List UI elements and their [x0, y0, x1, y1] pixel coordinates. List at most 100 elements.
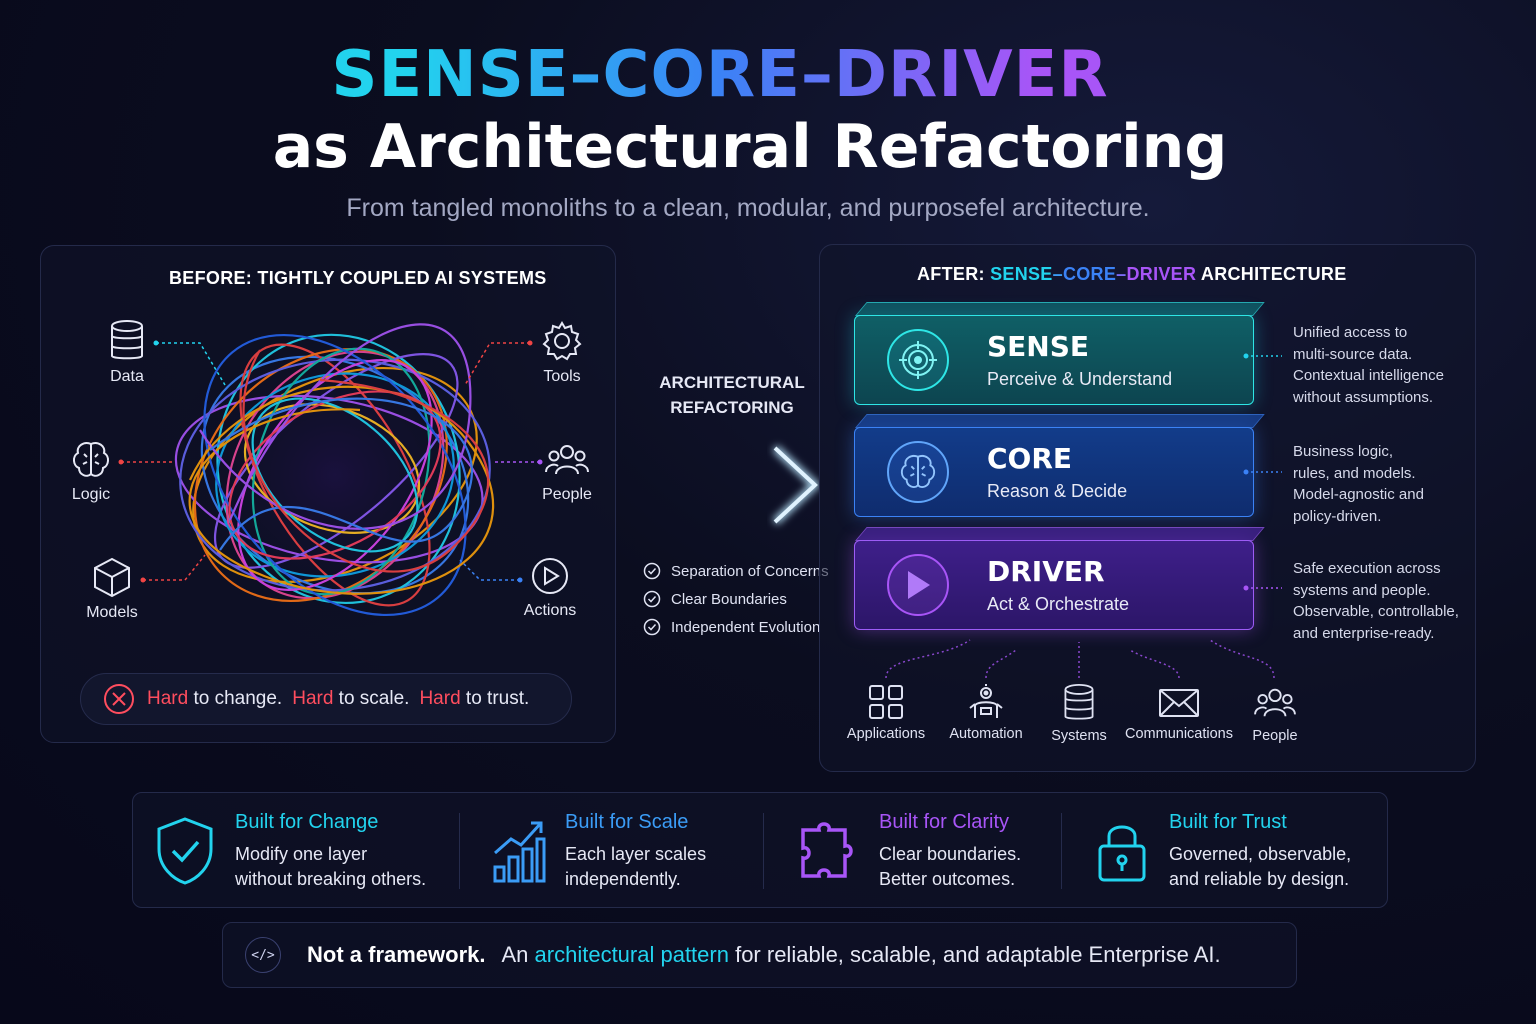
before-connectors — [118, 340, 543, 583]
sense-layer-name: SENSE — [987, 330, 1090, 363]
database-icon — [1064, 684, 1094, 720]
layer-top-face — [855, 527, 1265, 541]
desc-line: systems and people. — [1293, 581, 1431, 599]
refactoring-label-line2: REFACTORING — [670, 398, 794, 417]
before-item-data: Data — [82, 320, 172, 386]
check-circle-icon — [643, 618, 661, 636]
target-label: Systems — [1051, 728, 1107, 744]
problem-hard-2: Hard — [292, 688, 334, 709]
target-applications: Applications — [831, 684, 941, 742]
before-item-label: Tools — [543, 368, 581, 385]
layer-top-face — [855, 302, 1265, 316]
after-title-sense: SENSE — [990, 264, 1053, 284]
subtitle: From tangled monoliths to a clean, modul… — [346, 194, 1150, 222]
grid-icon — [869, 685, 903, 719]
target-label: People — [1252, 728, 1298, 744]
feature-change: Built for Change Modify one layer withou… — [155, 793, 426, 909]
feature-title: Built for Trust — [1169, 810, 1287, 833]
before-item-logic: Logic — [46, 440, 136, 504]
target-label: Automation — [949, 726, 1023, 742]
brain-icon — [73, 442, 109, 477]
mail-icon — [1159, 689, 1199, 717]
main-title-line2: as Architectural Refactoring — [272, 112, 1228, 182]
refactoring-label: ARCHITECTURAL REFACTORING — [652, 370, 812, 420]
feature-scale: Built for Scale Each layer scales indepe… — [491, 793, 706, 909]
after-title-core: CORE — [1062, 264, 1117, 284]
after-title-dash: – — [1052, 264, 1063, 284]
feature-desc-line: Better outcomes. — [879, 868, 1016, 889]
play-icon — [908, 571, 930, 599]
desc-connectors — [1243, 353, 1282, 591]
before-item-label: Data — [110, 368, 144, 385]
feature-title: Built for Clarity — [879, 810, 1010, 833]
desc-line: Unified access to — [1293, 324, 1408, 341]
footer-statement: </> Not a framework. An architectural pa… — [222, 922, 1297, 988]
footer-highlight: architectural pattern — [534, 942, 729, 967]
target-people: People — [1220, 684, 1330, 744]
feature-desc-line: Clear boundaries. — [879, 843, 1022, 864]
problem-hard-1: Hard — [147, 688, 189, 709]
sense-description: Unified access to multi-source data. Con… — [1293, 322, 1473, 408]
footer-rest: for reliable, scalable, and adaptable En… — [728, 942, 1221, 967]
footer-lead: An — [501, 942, 535, 967]
driver-targets: Applications Automation Systems — [840, 684, 1310, 754]
desc-line: without assumptions. — [1293, 388, 1434, 406]
problem-text-1: to change. — [188, 688, 283, 709]
problem-text-2: to scale. — [333, 688, 410, 709]
footer-strong: Not a framework. — [307, 942, 486, 967]
check-row: Separation of Concerns — [643, 557, 829, 585]
problem-pill: Hard to change. Hard to scale. Hard to t… — [80, 673, 572, 725]
desc-line: Business logic, — [1293, 443, 1394, 460]
brain-icon — [900, 455, 936, 488]
check-row: Clear Boundaries — [643, 585, 829, 613]
desc-line: Contextual intelligence — [1293, 367, 1444, 384]
lock-icon — [1098, 825, 1146, 882]
robot-icon — [969, 684, 1003, 718]
feature-desc-line: Each layer scales — [565, 843, 707, 864]
before-item-label: People — [542, 486, 592, 503]
feature-desc-line: Modify one layer — [235, 843, 368, 864]
before-item-label: Models — [86, 604, 138, 621]
puzzle-icon — [801, 822, 853, 878]
check-label: Separation of Concerns — [671, 562, 829, 580]
driver-target-connectors — [885, 639, 1275, 679]
before-item-label: Logic — [71, 486, 111, 503]
driver-layer-subtitle: Act & Orchestrate — [987, 594, 1130, 614]
before-title: BEFORE: TIGHTLY COUPLED AI SYSTEMS — [169, 268, 547, 288]
after-title-prefix: AFTER: — [917, 264, 991, 284]
feature-divider — [1061, 813, 1062, 889]
check-circle-icon — [643, 562, 661, 580]
shield-check-icon — [157, 817, 213, 885]
before-item-people: People — [522, 440, 612, 504]
driver-layer: DRIVER Act & Orchestrate — [854, 527, 1265, 630]
desc-line: and enterprise-ready. — [1293, 624, 1435, 642]
driver-layer-name: DRIVER — [987, 555, 1105, 588]
after-title-driver: DRIVER — [1126, 264, 1197, 284]
cube-icon — [94, 557, 130, 598]
refactoring-label-line1: ARCHITECTURAL — [659, 373, 805, 392]
desc-line: Model-agnostic and — [1293, 486, 1424, 503]
feature-divider — [763, 813, 764, 889]
before-item-actions: Actions — [505, 556, 595, 620]
after-title-suffix: ARCHITECTURE — [1196, 264, 1347, 284]
desc-line: policy-driven. — [1293, 507, 1382, 525]
after-title: AFTER: SENSE–CORE–DRIVER ARCHITECTURE — [917, 264, 1347, 285]
code-icon: </> — [245, 937, 281, 973]
desc-line: multi-source data. — [1293, 345, 1413, 363]
check-row: Independent Evolution — [643, 613, 829, 641]
before-item-models: Models — [67, 556, 157, 622]
core-description: Business logic, rules, and models. Model… — [1293, 441, 1473, 527]
desc-line: rules, and models. — [1293, 464, 1416, 482]
x-circle-icon — [104, 684, 134, 714]
refactor-arrow-icon — [620, 445, 820, 525]
feature-title: Built for Change — [235, 810, 379, 833]
desc-line: Observable, controllable, — [1293, 603, 1459, 620]
driver-icon-wrap — [887, 554, 949, 616]
principle-checklist: Separation of Concerns Clear Boundaries … — [643, 557, 829, 641]
driver-description: Safe execution across systems and people… — [1293, 558, 1473, 644]
target-icon — [899, 341, 937, 379]
feature-desc-line: and reliable by design. — [1169, 868, 1350, 889]
feature-trust: Built for Trust Governed, observable, an… — [1095, 793, 1351, 909]
core-layer-name: CORE — [987, 442, 1073, 475]
after-title-dash: – — [1116, 264, 1127, 284]
